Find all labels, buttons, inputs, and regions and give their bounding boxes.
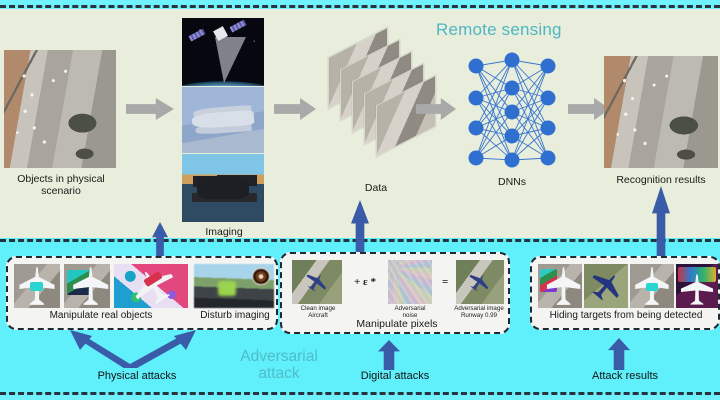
satellite-image <box>182 18 264 86</box>
aircraft-icon <box>585 265 627 307</box>
clean-image-thumb <box>292 260 342 304</box>
objects-label-line2: scenario <box>41 185 81 198</box>
adversarial-noise-thumb <box>388 260 432 304</box>
manipulate-pixels-label: Manipulate pixels <box>356 318 438 330</box>
top-dashed-divider <box>0 5 720 8</box>
bottom-cyan-edge <box>0 394 720 400</box>
result-thumb-4 <box>676 264 718 308</box>
satellite-sensor-beam <box>214 37 246 84</box>
digital-attacks-label: Digital attacks <box>360 370 430 382</box>
manipulate-real-objects-label: Manipulate real objects <box>49 310 153 321</box>
physical-attacks-vee-arrow <box>68 330 198 372</box>
manipulate-thumb-2 <box>64 264 110 308</box>
aircraft-icon <box>302 268 331 296</box>
clean-image-caption-line2: Aircraft <box>308 312 328 320</box>
result-thumb-3 <box>630 264 674 308</box>
equals-operator: = <box>442 276 449 288</box>
imaging-label: Imaging <box>205 226 243 238</box>
adversarial-attack-title-line2: attack <box>258 365 300 383</box>
objects-in-physical-scenario-label: Objects in physical scenario <box>2 173 120 198</box>
dnns-label: DNNs <box>498 176 526 188</box>
attack-results-label: Attack results <box>591 370 659 382</box>
remote-sensing-title: Remote sensing <box>436 20 562 39</box>
data-label: Data <box>364 182 388 194</box>
adv-image-caption-line1: Adversarial image <box>454 305 504 312</box>
attack-results-panel: Hiding targets from being detected <box>530 256 720 330</box>
uav-aircraft-image <box>182 87 264 153</box>
adversarial-patch <box>645 283 659 292</box>
bottom-dashed-divider <box>0 392 720 395</box>
recognition-results-image <box>604 56 718 168</box>
physical-attacks-panel: Manipulate real objects Disturb imaging <box>6 256 278 330</box>
adversarial-attack-title: Adversarial attack <box>216 348 342 383</box>
clean-image-caption-line1: Clean image <box>300 305 336 312</box>
physical-attacks-label: Physical attacks <box>97 370 177 382</box>
disturb-imaging-thumb <box>194 264 274 308</box>
disturb-imaging-label: Disturb imaging <box>200 310 270 321</box>
clean-image-caption: Clean image Aircraft <box>284 305 352 319</box>
manipulate-thumb-1 <box>14 264 60 308</box>
aircraft-icon <box>127 264 181 308</box>
digital-attacks-panel: Clean image Aircraft + ε * Adversarial n… <box>280 252 510 334</box>
adversarial-noise-caption: Adversarial noise <box>378 305 442 319</box>
dnn-diagram <box>462 52 562 170</box>
adversarial-attack-title-line1: Adversarial <box>240 348 318 365</box>
adversarial-patch <box>677 266 717 282</box>
adversarial-image-thumb <box>456 260 504 304</box>
adversarial-image-caption: Adversarial image Runway 0.99 <box>444 305 514 319</box>
satellite-solar-panel-right <box>229 19 247 34</box>
objects-label-line1: Objects in physical <box>17 173 105 185</box>
adv-image-caption-line2: Runway 0.99 <box>460 312 498 320</box>
manipulate-thumb-3 <box>114 264 188 308</box>
top-cyan-edge <box>0 0 720 9</box>
recognition-results-label: Recognition results <box>616 174 706 186</box>
result-thumb-1 <box>538 264 582 308</box>
objects-in-physical-scenario-image <box>4 50 116 168</box>
noise-caption-line1: Adversarial <box>394 305 426 312</box>
aircraft-icon <box>465 268 493 295</box>
result-thumb-2 <box>584 264 628 308</box>
lens-flare-icon <box>252 267 270 286</box>
satellite-solar-panel-left <box>188 28 206 42</box>
plus-epsilon-operator: + ε * <box>354 276 376 288</box>
quadcopter-drone-image <box>182 154 264 222</box>
adversarial-patch <box>29 282 44 292</box>
noise-caption-line2: noise <box>402 312 418 320</box>
hiding-targets-label: Hiding targets from being detected <box>549 310 703 321</box>
